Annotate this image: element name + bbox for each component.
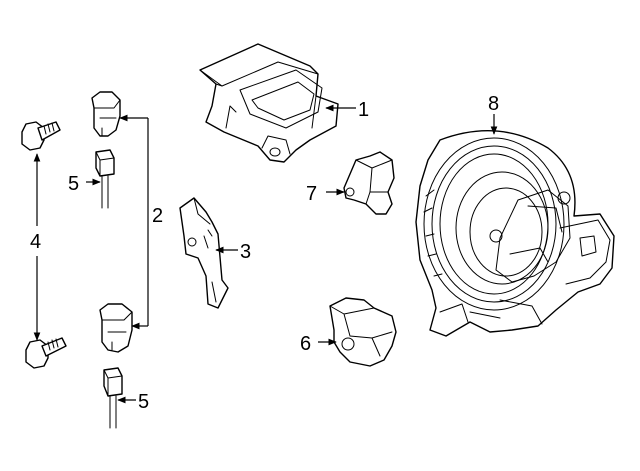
sensor-part-6: [329, 297, 397, 367]
callout-7: 7: [306, 183, 317, 205]
leader-lines: [33, 104, 498, 404]
connector-upper-part: [95, 149, 115, 209]
impact-sensor-lower-part: [99, 303, 133, 353]
control-module-part: [199, 43, 339, 163]
callout-4: 4: [30, 231, 41, 253]
callout-6: 6: [300, 333, 311, 355]
bracket-part: [179, 197, 229, 309]
callout-5-upper: 5: [68, 173, 79, 195]
bolt-lower-part: [25, 337, 67, 369]
bolt-upper-part: [21, 121, 61, 151]
clock-spring-part: [415, 130, 615, 337]
impact-sensor-upper-part: [91, 91, 121, 137]
callout-3: 3: [240, 241, 251, 263]
callout-5-lower: 5: [138, 391, 149, 413]
callout-1: 1: [358, 99, 369, 121]
sensor-part-7: [343, 151, 395, 215]
connector-lower-part: [103, 367, 123, 429]
callout-2: 2: [152, 205, 163, 227]
callout-8: 8: [488, 93, 499, 115]
